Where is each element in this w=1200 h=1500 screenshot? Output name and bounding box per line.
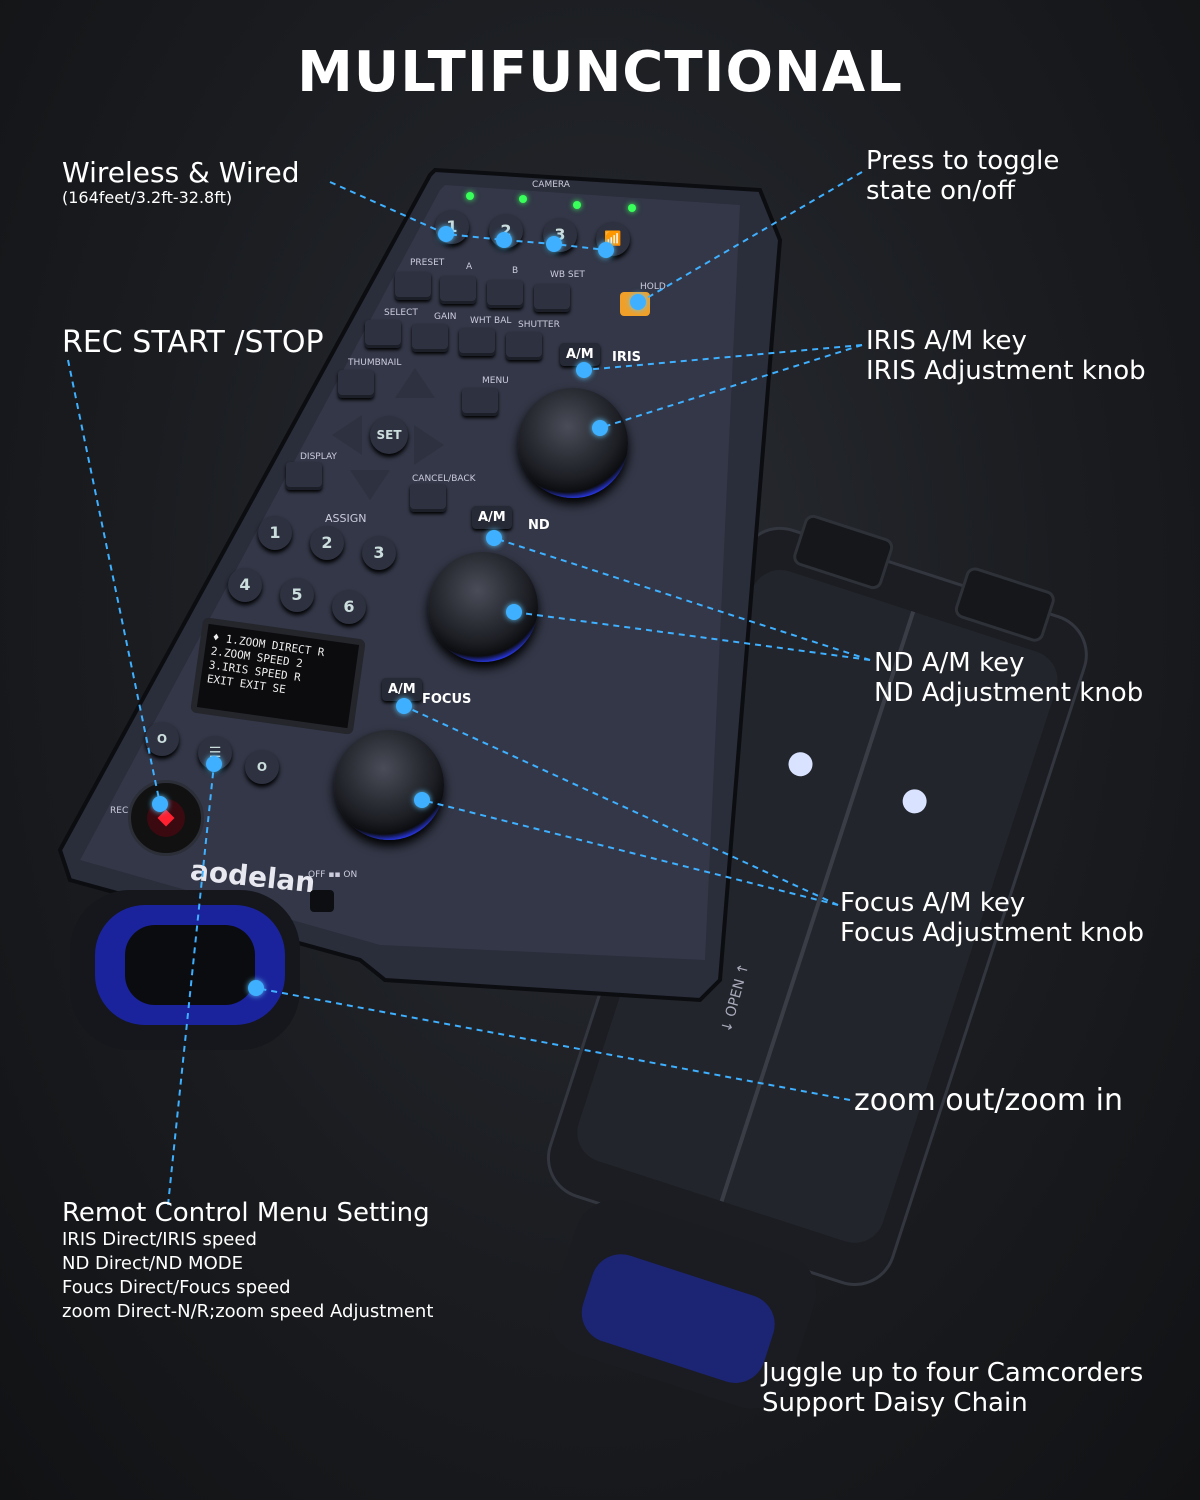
callout-menu-head: Remot Control Menu Setting <box>62 1198 430 1228</box>
callout-wireless: Wireless & Wired (164feet/3.2ft-32.8ft) <box>62 158 300 208</box>
back-unit <box>546 514 1088 1409</box>
callout-focus: Focus A/M key Focus Adjustment knob <box>840 888 1144 948</box>
callout-dot-cam1 <box>438 226 454 242</box>
cancel-label: CANCEL/BACK <box>412 474 476 484</box>
page-title: MULTIFUNCTIONAL <box>297 40 903 105</box>
callout-menu-setting: Remot Control Menu Setting IRIS Direct/I… <box>62 1198 433 1324</box>
power-label: OFF ▪▪ ON <box>308 870 358 880</box>
callout-menu-line-2: ND Direct/ND MODE <box>62 1253 243 1274</box>
callout-juggle-line1: Juggle up to four Camcorders <box>762 1358 1144 1388</box>
left-arrow-icon[interactable] <box>332 415 362 455</box>
callout-menu-line-1: IRIS Direct/IRIS speed <box>62 1229 257 1250</box>
thumbnail-label: THUMBNAIL <box>348 358 402 368</box>
assign-3-button[interactable]: 3 <box>362 536 396 570</box>
wbset-label: WB SET <box>550 270 585 280</box>
select-button[interactable] <box>365 320 401 348</box>
callout-menu-line-3: Foucs Direct/Foucs speed <box>62 1277 291 1298</box>
select-label: SELECT <box>384 308 418 318</box>
right-arrow-icon[interactable] <box>414 425 444 465</box>
callout-toggle-line1: Press to toggle <box>866 146 1060 176</box>
callout-wireless-sub: (164feet/3.2ft-32.8ft) <box>62 188 233 207</box>
callout-rec: REC START /STOP <box>62 325 324 360</box>
preset-button[interactable] <box>395 272 431 300</box>
set-button[interactable]: SET <box>370 416 408 454</box>
assign-1-button[interactable]: 1 <box>258 516 292 550</box>
callout-toggle: Press to toggle state on/off <box>866 146 1059 206</box>
thumbnail-button[interactable] <box>338 370 374 398</box>
callout-dot-hold <box>630 294 646 310</box>
b-label: B <box>512 266 519 276</box>
a-button[interactable] <box>440 276 476 304</box>
callout-iris-line1: IRIS A/M key <box>866 326 1027 356</box>
o-right-button[interactable]: O <box>245 750 279 784</box>
iris-label: IRIS <box>612 350 642 365</box>
assign-2-button[interactable]: 2 <box>310 526 344 560</box>
shutter-label: SHUTTER <box>518 320 560 330</box>
camera-led-2 <box>519 195 527 203</box>
up-arrow-icon[interactable] <box>395 368 435 398</box>
callout-juggle-line2: Support Daisy Chain <box>762 1388 1028 1418</box>
callout-wireless-title: Wireless & Wired <box>62 156 300 189</box>
callout-iris-line2: IRIS Adjustment knob <box>866 356 1146 386</box>
assign-6-button[interactable]: 6 <box>332 590 366 624</box>
callout-juggle: Juggle up to four Camcorders Support Dai… <box>762 1358 1143 1418</box>
preset-label: PRESET <box>410 258 445 268</box>
gain-button[interactable] <box>412 324 448 352</box>
shutter-button[interactable] <box>506 332 542 360</box>
whtbal-button[interactable] <box>459 328 495 356</box>
callout-dot-nd-knob <box>506 604 522 620</box>
callout-toggle-line2: state on/off <box>866 176 1016 206</box>
camera-led-1 <box>466 192 474 200</box>
assign-4-button[interactable]: 4 <box>228 568 262 602</box>
camera-led-4 <box>628 204 636 212</box>
assign-5-button[interactable]: 5 <box>280 578 314 612</box>
focus-am-key[interactable]: A/M <box>382 678 422 701</box>
camera-label: CAMERA <box>532 180 570 190</box>
callout-zoom: zoom out/zoom in <box>854 1083 1124 1118</box>
iris-knob[interactable] <box>518 388 628 498</box>
o-left-button[interactable]: O <box>145 722 179 756</box>
focus-knob[interactable] <box>334 730 444 840</box>
menu-label: MENU <box>482 376 509 386</box>
callout-menu-line-4: zoom Direct-N/R;zoom speed Adjustment <box>62 1301 434 1322</box>
a-label: A <box>466 262 473 272</box>
b-button[interactable] <box>487 280 523 308</box>
assign-label: ASSIGN <box>325 512 367 525</box>
callout-dot-cam2 <box>496 232 512 248</box>
callout-dot-iris-knob <box>592 420 608 436</box>
callout-focus-line1: Focus A/M key <box>840 888 1026 918</box>
rec-label: REC <box>110 806 129 816</box>
cancel-button[interactable] <box>410 484 446 512</box>
display-label: DISPLAY <box>300 452 337 462</box>
camera-led-3 <box>573 201 581 209</box>
callout-nd-line2: ND Adjustment knob <box>874 678 1144 708</box>
wbset-button[interactable] <box>534 284 570 312</box>
callout-dot-zoom <box>248 980 264 996</box>
whtbal-label: WHT BAL <box>470 316 512 326</box>
nd-am-key[interactable]: A/M <box>472 506 512 529</box>
power-switch[interactable] <box>310 890 334 912</box>
gain-label: GAIN <box>434 312 457 322</box>
down-arrow-icon[interactable] <box>350 470 390 500</box>
callout-nd-line1: ND A/M key <box>874 648 1025 678</box>
callout-dot-nd-am <box>486 530 502 546</box>
nd-label: ND <box>528 518 550 533</box>
menu-button[interactable] <box>462 388 498 416</box>
iris-am-key[interactable]: A/M <box>560 343 600 366</box>
callout-nd: ND A/M key ND Adjustment knob <box>874 648 1143 708</box>
display-button[interactable] <box>286 462 322 490</box>
hold-label: HOLD <box>640 282 666 292</box>
callout-iris: IRIS A/M key IRIS Adjustment knob <box>866 326 1146 386</box>
focus-label: FOCUS <box>422 692 472 707</box>
callout-focus-line2: Focus Adjustment knob <box>840 918 1145 948</box>
